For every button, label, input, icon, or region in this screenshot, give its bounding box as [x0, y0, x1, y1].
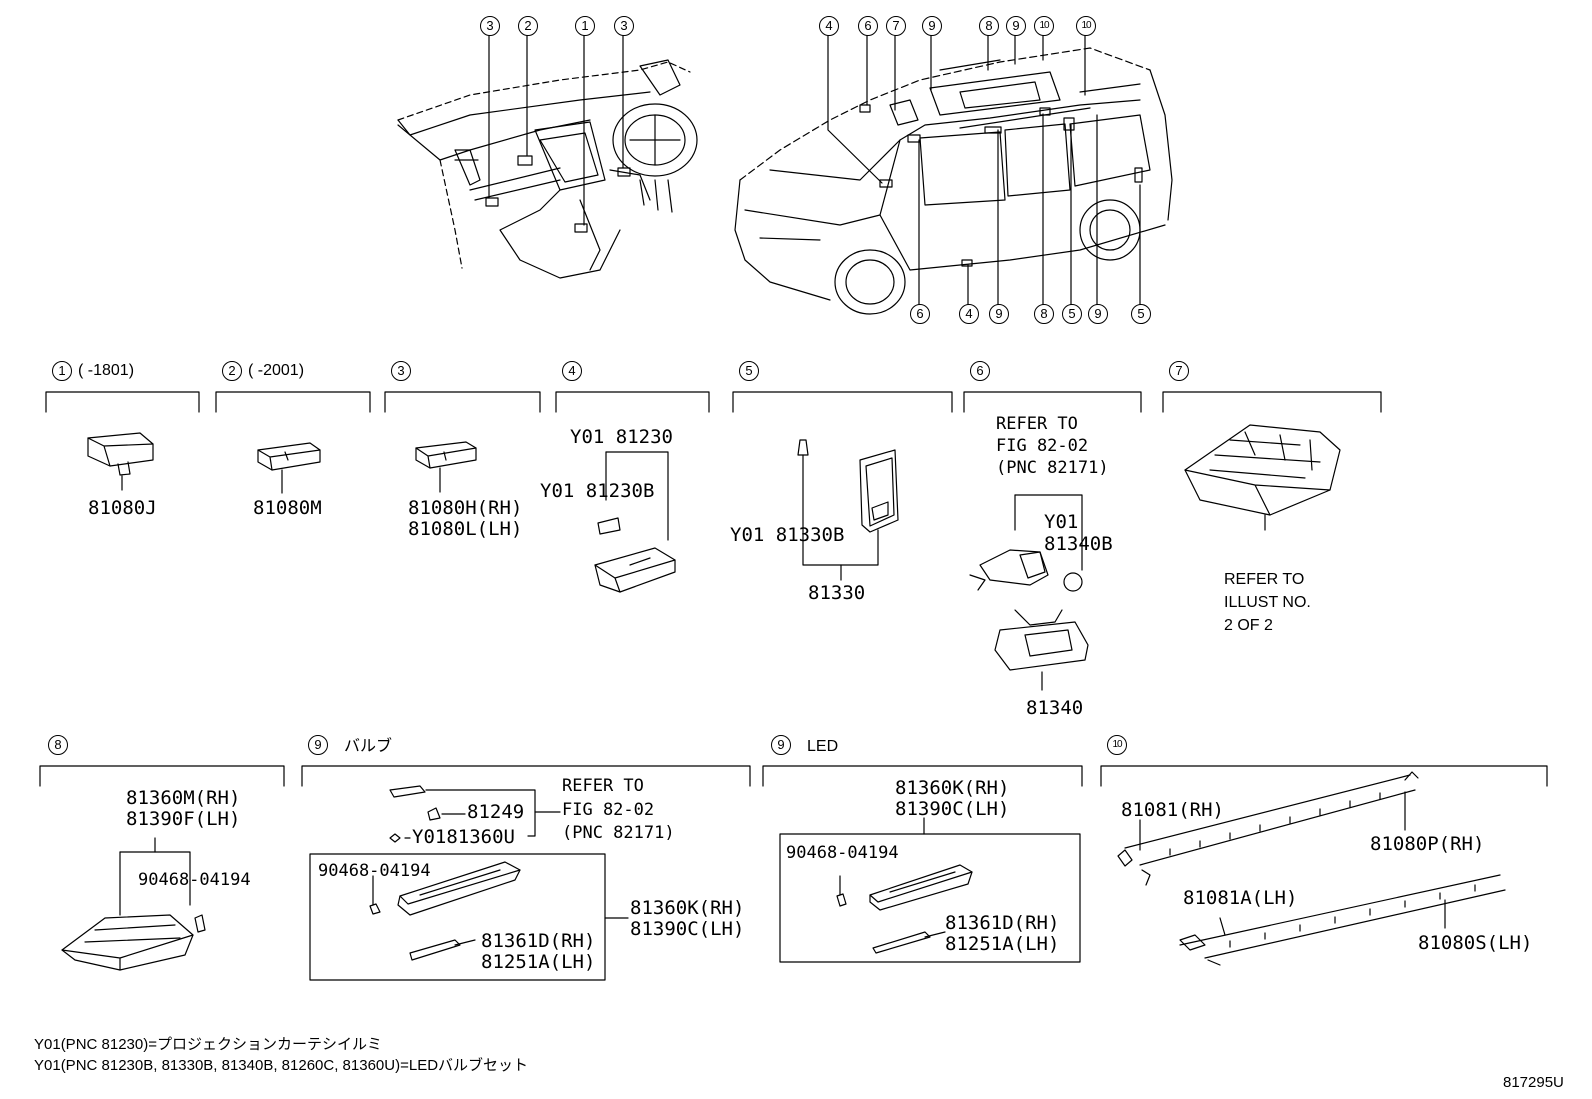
callout-5: 5 — [1131, 304, 1151, 324]
callout-10: 10 — [1034, 16, 1054, 36]
part-number-81230B[interactable]: Y01 81230B — [540, 480, 655, 502]
part-number-81340B[interactable]: 81340B — [1044, 533, 1113, 555]
part-number-81081[interactable]: 81081(RH) — [1121, 799, 1224, 821]
part-81249-drawing — [309, 785, 629, 981]
top-leader-lines — [488, 35, 1141, 305]
part-number-81390C[interactable]: 81390C(LH) — [895, 798, 1010, 820]
refer-fig-text: FIG 82-02 — [562, 800, 655, 820]
part-81340-drawing — [969, 494, 1089, 691]
section-9-bulb-title: バルブ — [344, 738, 393, 755]
callout-3: 3 — [480, 16, 500, 36]
part-number-81081A[interactable]: 81081A(LH) — [1183, 887, 1298, 909]
part-81230-drawing — [594, 451, 676, 593]
dashboard-illustration — [397, 59, 698, 279]
callout-2: 2 — [518, 16, 538, 36]
part-81080J-drawing — [87, 432, 154, 491]
section-8-number: 8 — [48, 735, 68, 755]
callout-5: 5 — [1062, 304, 1082, 324]
part-81080M-drawing — [257, 442, 321, 494]
note-line-1: Y01(PNC 81230)=プロジェクションカーテシイルミ — [34, 1036, 382, 1053]
part-number-81361D[interactable]: 81361D(RH) — [945, 912, 1060, 934]
part-81330-drawing — [797, 439, 899, 581]
part-number-81249[interactable]: 81249 — [467, 801, 525, 823]
section-2-number: 2 — [222, 361, 242, 381]
callout-9: 9 — [922, 16, 942, 36]
part-number-81330[interactable]: 81330 — [808, 582, 866, 604]
callout-8: 8 — [979, 16, 999, 36]
refer-to-text: REFER TO — [1224, 571, 1305, 588]
strip-clips — [1169, 792, 1476, 948]
part-number-81360M[interactable]: 81360M(RH) — [126, 787, 241, 809]
callout-8: 8 — [1034, 304, 1054, 324]
section-3-number: 3 — [391, 361, 411, 381]
callout-6: 6 — [910, 304, 930, 324]
callout-3: 3 — [614, 16, 634, 36]
part-number-81251A[interactable]: 81251A(LH) — [945, 933, 1060, 955]
part-number-90468-04194[interactable]: 90468-04194 — [138, 870, 251, 890]
section-brackets — [39, 391, 1548, 787]
part-number-81080H[interactable]: 81080H(RH) — [408, 497, 523, 519]
refer-to-text: REFER TO — [562, 776, 644, 796]
part-number-81330B[interactable]: Y01 81330B — [730, 524, 845, 546]
refer-pnc-text: (PNC 82171) — [562, 823, 675, 843]
part-number-81390F[interactable]: 81390F(LH) — [126, 808, 241, 830]
callout-9: 9 — [989, 304, 1009, 324]
part-number-90468-04194[interactable]: 90468-04194 — [786, 843, 899, 863]
section-1-range: ( -1801) — [78, 362, 135, 379]
part-number-81080J[interactable]: 81080J — [88, 497, 157, 519]
part-number-81360K[interactable]: 81360K(RH) — [630, 897, 745, 919]
section-2-range: ( -2001) — [248, 362, 305, 379]
refer-fig-text: FIG 82-02 — [996, 436, 1089, 456]
part-number-81360U[interactable]: Y0181360U — [412, 826, 515, 848]
part-number-90468-04194[interactable]: 90468-04194 — [318, 861, 431, 881]
section-4-number: 4 — [562, 361, 582, 381]
section-9-led-title: LED — [807, 738, 839, 755]
section-9-led-number: 9 — [771, 735, 791, 755]
y01-label: Y01 — [1044, 511, 1079, 533]
section-6-number: 6 — [970, 361, 990, 381]
note-line-2: Y01(PNC 81230B, 81330B, 81340B, 81260C, … — [34, 1057, 529, 1074]
figure-code: 817295U — [1503, 1074, 1564, 1091]
section-1-number: 1 — [52, 361, 72, 381]
section-5-number: 5 — [739, 361, 759, 381]
part-overhead-console-drawing — [1184, 424, 1341, 531]
callout-7: 7 — [886, 16, 906, 36]
vehicle-illustration — [734, 47, 1173, 315]
part-number-81080S[interactable]: 81080S(LH) — [1418, 932, 1533, 954]
section-7-number: 7 — [1169, 361, 1189, 381]
part-number-81080P[interactable]: 81080P(RH) — [1370, 833, 1485, 855]
part-number-81230[interactable]: Y01 81230 — [570, 426, 673, 448]
part-81360K-led-drawing — [779, 817, 1081, 963]
part-number-81080M[interactable]: 81080M — [253, 497, 322, 519]
part-81080P-drawing — [1117, 771, 1506, 966]
refer-to-text: REFER TO — [996, 414, 1078, 434]
part-81360M-drawing — [61, 837, 206, 971]
refer-illust-text: ILLUST NO. — [1224, 594, 1311, 611]
callout-6: 6 — [858, 16, 878, 36]
callout-1: 1 — [575, 16, 595, 36]
refer-page-text: 2 OF 2 — [1224, 617, 1273, 634]
callout-4: 4 — [819, 16, 839, 36]
callout-10: 10 — [1076, 16, 1096, 36]
section-10-number: 10 — [1107, 735, 1127, 755]
section-9-number: 9 — [308, 735, 328, 755]
part-number-81251A[interactable]: 81251A(LH) — [481, 951, 596, 973]
refer-pnc-text: (PNC 82171) — [996, 458, 1109, 478]
part-81080H-drawing — [415, 441, 477, 493]
part-number-81340[interactable]: 81340 — [1026, 697, 1084, 719]
part-number-81080L[interactable]: 81080L(LH) — [408, 518, 523, 540]
part-number-81390C[interactable]: 81390C(LH) — [630, 918, 745, 940]
callout-9: 9 — [1088, 304, 1108, 324]
callout-4: 4 — [959, 304, 979, 324]
callout-9: 9 — [1006, 16, 1026, 36]
part-number-81361D[interactable]: 81361D(RH) — [481, 930, 596, 952]
part-number-81360K[interactable]: 81360K(RH) — [895, 777, 1010, 799]
